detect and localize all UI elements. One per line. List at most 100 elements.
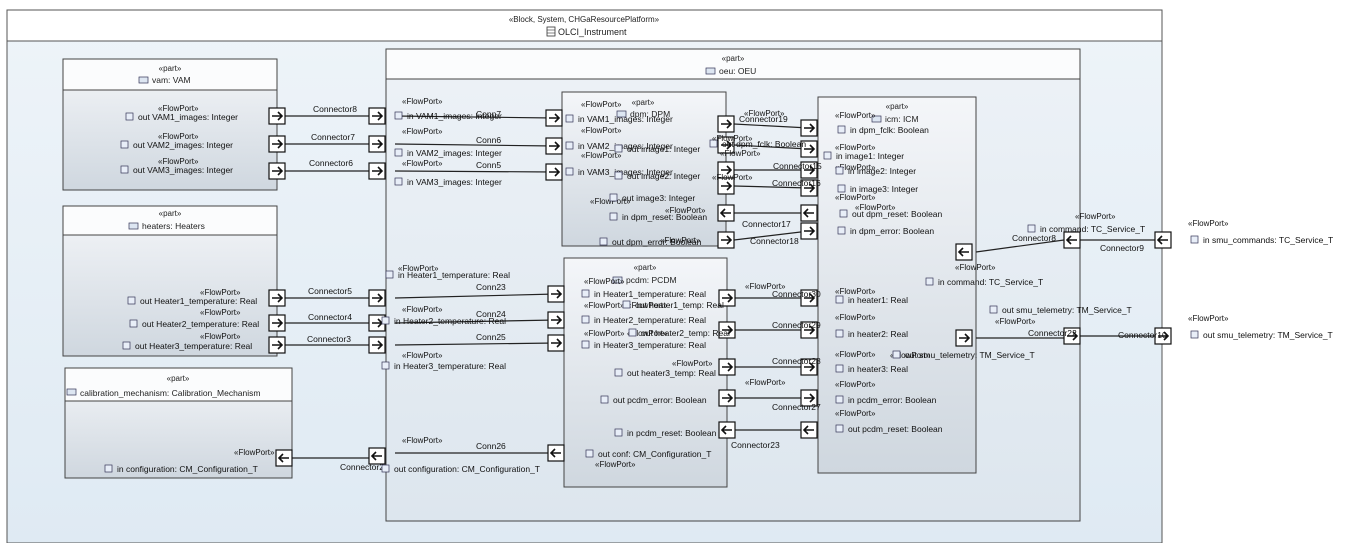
port-label[interactable]: in dpm_reset: Boolean: [609, 212, 707, 222]
connector-label[interactable]: Connector8: [313, 104, 357, 114]
flow-port-square[interactable]: [1063, 231, 1081, 249]
connector-label[interactable]: Connector19: [739, 114, 788, 124]
port-label[interactable]: in image2: Integer: [835, 166, 916, 176]
flow-port-square[interactable]: [545, 137, 563, 155]
flow-port-square[interactable]: [717, 231, 735, 249]
flow-port-square[interactable]: [717, 177, 735, 195]
port-label[interactable]: in Heater3_temperature: Real: [581, 340, 706, 350]
connector-label[interactable]: Connector18: [750, 236, 799, 246]
connector-label[interactable]: Connector15: [773, 161, 822, 171]
port-label[interactable]: in heater3: Real: [835, 364, 908, 374]
connector-label[interactable]: Connector8: [1012, 233, 1056, 243]
port-label[interactable]: in Heater1_temperature: Real: [581, 289, 706, 299]
flow-port-square[interactable]: [368, 162, 386, 180]
port-label[interactable]: out pcdm_error: Boolean: [600, 395, 707, 405]
flow-port-square[interactable]: [547, 285, 565, 303]
flow-port-square[interactable]: [718, 358, 736, 376]
flow-port-square[interactable]: [368, 447, 386, 465]
flow-port-square[interactable]: [718, 421, 736, 439]
flow-port-square[interactable]: [717, 136, 735, 154]
flow-port-square[interactable]: [547, 311, 565, 329]
flow-port-square[interactable]: [955, 329, 973, 347]
flow-port-square[interactable]: [800, 389, 818, 407]
connector-label[interactable]: Connector6: [309, 158, 353, 168]
flow-port-square[interactable]: [268, 135, 286, 153]
connector-label[interactable]: Connector4: [308, 312, 352, 322]
connector-label[interactable]: Connector2: [340, 462, 384, 472]
flow-port-square[interactable]: [800, 204, 818, 222]
port-label[interactable]: in VAM2_images: Integer: [394, 148, 502, 158]
flow-port-square[interactable]: [800, 321, 818, 339]
port-label[interactable]: in Heater1_temperature: Real: [385, 270, 510, 280]
connector-label[interactable]: Connector3: [307, 334, 351, 344]
part-dpm[interactable]: «part» dpm: DPM: [561, 91, 727, 247]
port-label[interactable]: in heater2: Real: [835, 329, 908, 339]
connector-label[interactable]: Conn24: [476, 309, 506, 319]
flow-port-square[interactable]: [718, 289, 736, 307]
port-label[interactable]: in VAM1_images: Integer: [565, 114, 673, 124]
port-label[interactable]: out dpm_error: Boolean: [599, 237, 702, 247]
part-icm[interactable]: «part» icm: ICM: [817, 96, 977, 474]
connector-label[interactable]: Conn6: [476, 135, 501, 145]
flow-port-square[interactable]: [718, 321, 736, 339]
port-label[interactable]: in VAM1_images: Integer: [394, 111, 502, 121]
flow-port-square[interactable]: [368, 135, 386, 153]
port-label[interactable]: in Heater3_temperature: Real: [381, 361, 506, 371]
flow-port-square[interactable]: [545, 163, 563, 181]
flow-port-square[interactable]: [1154, 231, 1172, 249]
port-label[interactable]: in VAM3_images: Integer: [565, 167, 673, 177]
flow-port-square[interactable]: [275, 449, 293, 467]
port-label[interactable]: in image1: Integer: [823, 151, 904, 161]
port-label[interactable]: in dpm_fclk: Boolean: [837, 125, 929, 135]
connector-label[interactable]: Connector27: [772, 402, 821, 412]
connector-label[interactable]: Connector9: [1100, 243, 1144, 253]
port-label[interactable]: out smu_telemetry: TM_Service_T: [892, 350, 1035, 360]
port-label[interactable]: out configuration: CM_Configuration_T: [381, 464, 540, 474]
port-label[interactable]: out heater2_temp: Real: [628, 328, 730, 338]
flow-port-square[interactable]: [547, 444, 565, 462]
flow-port-square[interactable]: [368, 336, 386, 354]
port-label[interactable]: out dpm_fclk: Boolean: [709, 139, 806, 149]
flow-port-square[interactable]: [717, 204, 735, 222]
flow-port-square[interactable]: [268, 289, 286, 307]
flow-port-square[interactable]: [718, 389, 736, 407]
flow-port-square[interactable]: [800, 222, 818, 240]
connector-label[interactable]: Connector22: [1028, 328, 1077, 338]
connector-label[interactable]: Conn25: [476, 332, 506, 342]
port-label[interactable]: out heater3_temp: Real: [614, 368, 716, 378]
port-label[interactable]: in smu_commands: TC_Service_T: [1190, 235, 1333, 245]
connector-label[interactable]: Connector29: [772, 320, 821, 330]
port-label[interactable]: in pcdm_error: Boolean: [835, 395, 937, 405]
port-label[interactable]: out dpm_reset: Boolean: [839, 209, 943, 219]
connector-label[interactable]: Connector23: [731, 440, 780, 450]
connector-label[interactable]: Connector16: [772, 178, 821, 188]
port-label[interactable]: in command: TC_Service_T: [925, 277, 1043, 287]
connector-label[interactable]: Conn23: [476, 282, 506, 292]
connector-label[interactable]: Connector28: [772, 356, 821, 366]
connector-label[interactable]: Connector7: [311, 132, 355, 142]
port-label[interactable]: out image1: Integer: [614, 144, 700, 154]
connector-label[interactable]: Connector5: [308, 286, 352, 296]
port-label[interactable]: out conf: CM_Configuration_T: [585, 449, 711, 459]
flow-port-square[interactable]: [800, 140, 818, 158]
port-label[interactable]: in pcdm_reset: Boolean: [614, 428, 717, 438]
connector-label[interactable]: Connector17: [742, 219, 791, 229]
port-label[interactable]: in VAM2_images: Integer: [565, 141, 673, 151]
flow-port-square[interactable]: [1063, 327, 1081, 345]
port-label[interactable]: in Heater2_temperature: Real: [581, 315, 706, 325]
port-label[interactable]: in VAM3_images: Integer: [394, 177, 502, 187]
flow-port-square[interactable]: [368, 107, 386, 125]
port-label[interactable]: in heater1: Real: [835, 295, 908, 305]
part-heaters[interactable]: «part» heaters: Heaters: [62, 205, 278, 357]
port-label[interactable]: out VAM3_images: Integer: [120, 165, 233, 175]
port-label[interactable]: in image3: Integer: [837, 184, 918, 194]
port-label[interactable]: out Heater3_temperature: Real: [122, 341, 252, 351]
port-label[interactable]: in Heater2_temperature: Real: [381, 316, 506, 326]
flow-port-square[interactable]: [800, 358, 818, 376]
flow-port-square[interactable]: [717, 115, 735, 133]
connector-label[interactable]: Conn26: [476, 441, 506, 451]
flow-port-square[interactable]: [268, 107, 286, 125]
port-label[interactable]: in command: TC_Service_T: [1027, 224, 1145, 234]
connector-label[interactable]: Connector10: [1118, 330, 1167, 340]
flow-port-square[interactable]: [955, 243, 973, 261]
